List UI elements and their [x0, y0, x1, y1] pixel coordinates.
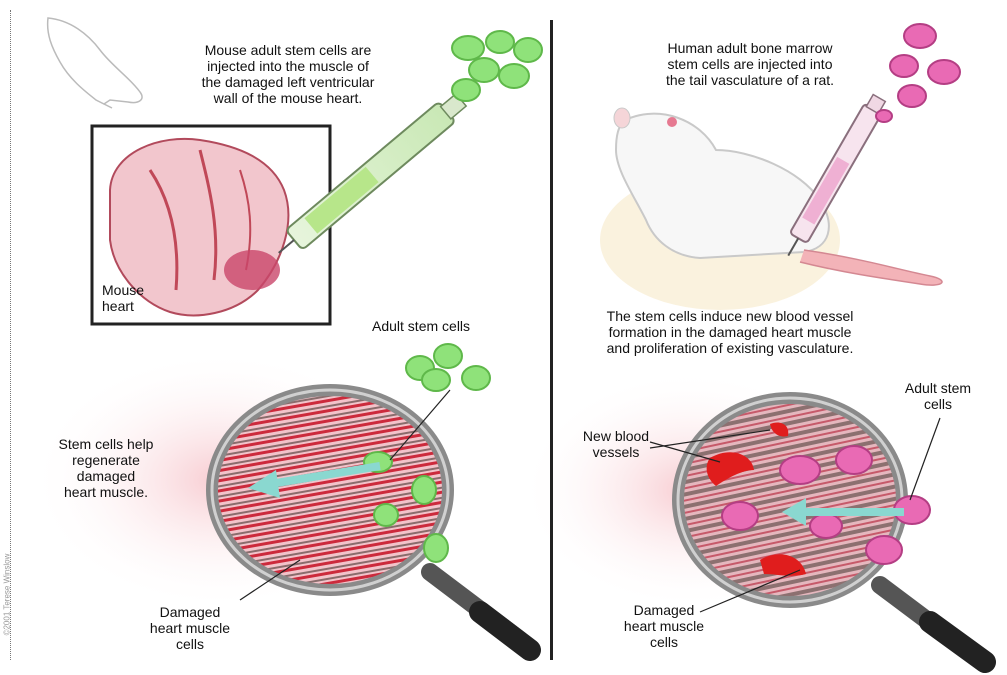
stem-cells-help-label: Stem cells help regenerate damaged heart…: [36, 436, 176, 500]
small-mouse-outline: [48, 18, 142, 108]
panel-divider: [550, 20, 553, 660]
new-blood-vessels-label: New blood vessels: [566, 428, 666, 460]
left-top-caption: Mouse adult stem cells are injected into…: [148, 42, 428, 106]
damaged-cells-label-right: Damaged heart muscle cells: [604, 602, 724, 650]
illustration-credit: ©2001 Terese Winslow: [3, 530, 12, 660]
stem-cells-pink-top: [876, 24, 960, 122]
rat-illustration: [600, 108, 942, 310]
adult-stem-cells-label-left: Adult stem cells: [372, 318, 532, 334]
mouse-heart-label: Mouse heart: [102, 282, 182, 314]
damaged-cells-label-left: Damaged heart muscle cells: [130, 604, 250, 652]
right-top-caption: Human adult bone marrow stem cells are i…: [630, 40, 870, 88]
right-middle-caption: The stem cells induce new blood vessel f…: [570, 308, 890, 356]
stem-cells-green-top: [452, 31, 542, 101]
magnifier-left: [30, 350, 530, 650]
adult-stem-cells-label-right: Adult stem cells: [888, 380, 988, 412]
